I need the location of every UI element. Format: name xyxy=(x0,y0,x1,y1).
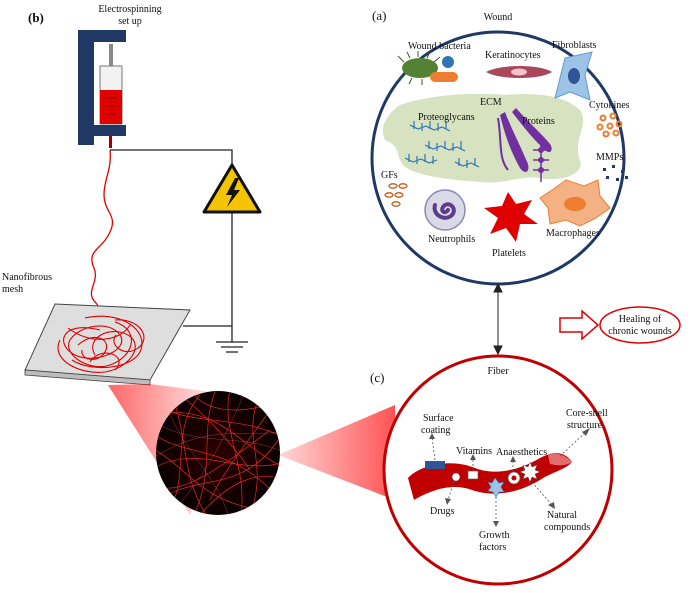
label-natural-line1: Natural xyxy=(547,510,577,521)
label-growth-line2: factors xyxy=(479,542,506,553)
connection-arrow xyxy=(493,282,503,356)
setup-title-line1: Electrospinning xyxy=(98,4,161,15)
syringe-stand xyxy=(78,30,126,145)
healing-badge xyxy=(599,306,681,344)
label-drugs: Drugs xyxy=(430,506,455,517)
magnified-nanofiber-mesh xyxy=(156,391,280,515)
natural-compound-particle xyxy=(519,461,541,483)
proteins-icon xyxy=(497,108,552,182)
label-platelets: Platelets xyxy=(492,248,526,259)
mmps-icon xyxy=(603,165,628,181)
syringe xyxy=(99,44,123,148)
collector-plate xyxy=(24,303,191,381)
label-coreshell-line2: structure xyxy=(567,420,603,431)
drug-particle xyxy=(451,472,461,482)
label-proteoglycans: Proteoglycans xyxy=(418,112,475,123)
label-proteins: Proteins xyxy=(522,116,555,127)
keratinocytes-icon xyxy=(486,66,552,78)
label-ecm: ECM xyxy=(480,97,502,108)
wound-title: Wound xyxy=(484,12,513,23)
wound-bacteria-icon xyxy=(397,51,458,85)
label-surface-line1: Surface xyxy=(423,413,454,424)
label-mmps: MMPs xyxy=(596,152,623,163)
macrophages-icon xyxy=(539,179,611,227)
fiber-leader-arrowheads xyxy=(429,428,590,527)
gfs-icon xyxy=(384,183,408,207)
fiber-tangle xyxy=(57,315,145,373)
polymer-jet xyxy=(90,149,114,331)
setup-title-line2: set up xyxy=(118,16,142,27)
label-wound-bacteria: Wound bacteria xyxy=(408,41,471,52)
high-voltage-wiring xyxy=(110,149,248,353)
label-macrophages: Macrophages xyxy=(546,228,600,239)
label-growth-line1: Growth xyxy=(479,530,510,541)
vitamin-particle xyxy=(467,470,479,480)
label-fibroblasts: Fibroblasts xyxy=(552,40,597,51)
mesh-label-line2: mesh xyxy=(2,284,23,295)
label-surface-line2: coating xyxy=(421,425,450,436)
label-natural-line2: compounds xyxy=(544,522,590,533)
panel-b-letter: (b) xyxy=(28,10,44,25)
healing-arrow-icon xyxy=(559,309,600,341)
label-coreshell-line1: Core-shell xyxy=(566,408,608,419)
healing-line1: Healing of xyxy=(619,314,662,325)
label-gfs: GFs xyxy=(381,170,398,181)
fibroblasts-icon xyxy=(554,51,593,101)
growth-factor-particle xyxy=(487,477,505,498)
healing-line2: chronic wounds xyxy=(608,326,672,337)
label-neutrophils: Neutrophils xyxy=(428,234,475,245)
surface-coating-patch xyxy=(425,461,445,469)
proteoglycans-icon xyxy=(404,121,480,168)
label-vitamins: Vitamins xyxy=(456,446,492,457)
zoom-beam-to-fiber xyxy=(278,405,395,500)
panel-a-letter: (a) xyxy=(372,8,386,23)
mesh-label-line1: Nanofibrous xyxy=(2,272,52,283)
panel-c-letter: (c) xyxy=(370,370,384,385)
high-voltage-warning-icon xyxy=(202,163,262,214)
platelets-icon xyxy=(484,192,538,242)
label-anaesthetics: Anaesthetics xyxy=(496,447,547,458)
cytokines-icon xyxy=(596,112,623,138)
label-cytokines: Cytokines xyxy=(589,100,630,111)
fiber-title: Fiber xyxy=(487,366,509,377)
label-keratinocytes: Keratinocytes xyxy=(485,50,541,61)
neutrophils-icon xyxy=(424,189,466,231)
fiber-circle xyxy=(382,354,614,586)
